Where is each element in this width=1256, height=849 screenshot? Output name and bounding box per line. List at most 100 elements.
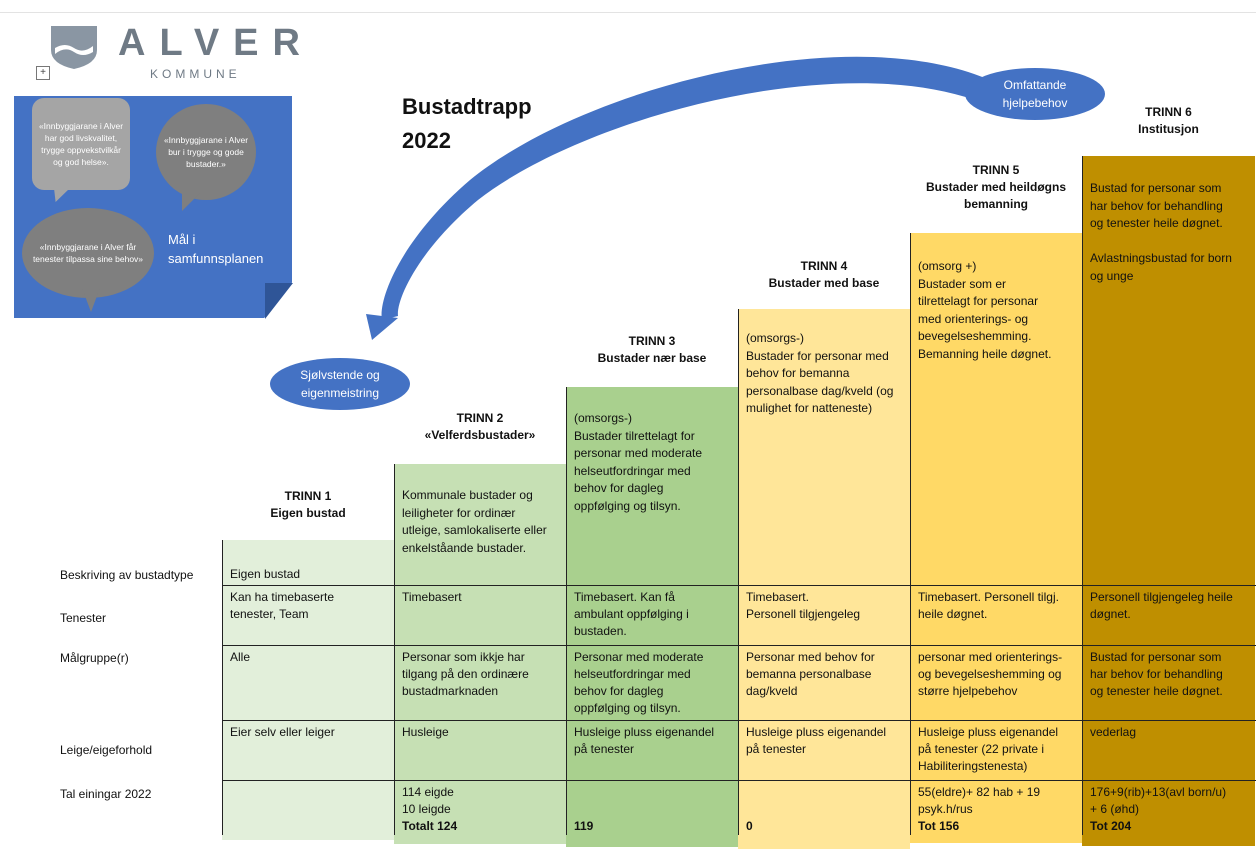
step-description-4: (omsorgs-) Bustader for personar med beh…	[746, 330, 908, 418]
cell-line: + 6 (øhd)	[1090, 802, 1140, 816]
cell-line: Alle	[230, 650, 251, 664]
step-column-1	[222, 540, 394, 840]
cell-line: Habiliteringstenesta)	[918, 759, 1028, 773]
step-number: TRINN 4	[800, 259, 848, 273]
cell-tenester-2: Timebasert	[402, 589, 562, 606]
step-number: TRINN 2	[456, 411, 504, 425]
title-line: 2022	[402, 128, 451, 153]
cell-tal-3: 119	[574, 819, 594, 833]
step-number: TRINN 6	[1145, 105, 1192, 119]
column-divider	[566, 387, 567, 835]
desc-line: Bemanning heile døgnet.	[918, 346, 1052, 361]
cell-line: Timebasert. Personell tilgj.	[918, 590, 1059, 604]
column-divider	[394, 464, 395, 835]
cell-malgruppe-3: Personar med moderate helseutfordringar …	[574, 649, 734, 717]
step-number: TRINN 1	[284, 489, 332, 503]
cell-line: behov for dagleg	[574, 684, 664, 698]
row-label-leige: Leige/eigeforhold	[60, 743, 153, 757]
desc-line: og unge	[1090, 268, 1134, 283]
cell-line: bustadmarknaden	[402, 684, 499, 698]
cell-line: Eier selv eller leiger	[230, 725, 335, 739]
desc-line: leiligheter for ordinær	[402, 505, 516, 520]
step-description-2: Kommunale bustader og leiligheter for or…	[402, 487, 564, 557]
step-column-6	[1082, 156, 1255, 846]
column-divider	[222, 540, 223, 835]
cell-line: helseutfordringar med	[574, 667, 691, 681]
desc-line: har behov for behandling	[1090, 198, 1223, 213]
cell-tal-2: 114 eigde 10 leigde Totalt 124	[402, 784, 562, 835]
cell-line: 10 leigde	[402, 802, 451, 816]
desc-line: Bustad for personar som	[1090, 181, 1222, 195]
step-name: «Velferdsbustader»	[424, 428, 536, 442]
step-description-6: Bustad for personar som har behov for be…	[1090, 180, 1252, 285]
cell-line: Husleige pluss eigenandel	[918, 725, 1059, 739]
cell-line: Personar med behov for	[746, 650, 875, 664]
cell-malgruppe-1: Alle	[230, 649, 390, 666]
cell-tenester-4: Timebasert. Personell tilgjengeleg	[746, 589, 906, 623]
desc-line: (omsorgs-)	[574, 411, 633, 425]
desc-line: utleige, samlokaliserte eller	[402, 523, 547, 537]
step-heading-4: TRINN 4 Bustader med base	[738, 258, 910, 292]
cell-leige-4: Husleige pluss eigenandel på tenester	[746, 724, 906, 758]
cell-malgruppe-6: Bustad for personar som har behov for be…	[1090, 649, 1252, 700]
cell-line: Timebasert	[402, 590, 462, 604]
cell-line: på tenester	[574, 742, 635, 756]
page-title: Bustadtrapp 2022	[402, 90, 532, 158]
cell-total: Totalt 124	[402, 819, 458, 833]
cell-line: Timebasert. Kan få	[574, 590, 675, 604]
step-number: TRINN 5	[972, 163, 1020, 177]
step-name: Bustader med base	[768, 276, 880, 290]
logo-subtitle: KOMMUNE	[150, 67, 241, 81]
cell-tenester-6: Personell tilgjengeleg heile døgnet.	[1090, 589, 1252, 623]
move-handle-icon[interactable]: +	[36, 66, 50, 80]
cell-line: Husleige pluss eigenandel	[746, 725, 887, 739]
desc-line: tilrettelagt for personar	[918, 294, 1039, 308]
desc-line: Bustader tilrettelagt for	[574, 428, 695, 443]
cell-line: dag/kveld	[746, 684, 798, 698]
cell-line: 114 eigde	[402, 785, 454, 799]
step-column-5	[910, 233, 1082, 843]
cell-line: vederlag	[1090, 725, 1137, 739]
ellipse-line: hjelpebehov	[1002, 96, 1068, 110]
ellipse-line: Sjølvstende og	[300, 368, 380, 382]
cell-tenester-5: Timebasert. Personell tilgj. heile døgne…	[918, 589, 1078, 623]
cell-leige-5: Husleige pluss eigenandel på tenester (2…	[918, 724, 1080, 775]
speech-bubble-bustader: «Innbyggjarane i Alver bur i trygge og g…	[156, 104, 256, 200]
column-divider	[1082, 156, 1083, 835]
cell-malgruppe-2: Personar som ikkje har tilgang på den or…	[402, 649, 562, 700]
desc-line: helseutfordringar med	[574, 463, 691, 478]
goal-label-line: samfunnsplanen	[168, 251, 264, 266]
desc-line: behov for bemanna	[746, 366, 850, 380]
cell-line: døgnet.	[1090, 607, 1131, 621]
cell-line: 55(eldre)+ 82 hab + 19	[918, 785, 1041, 799]
desc-line: og tenester heile døgnet.	[1090, 216, 1223, 230]
step-heading-5: TRINN 5 Bustader med heildøgns bemanning	[910, 162, 1082, 213]
step-name: Bustader med heildøgns	[925, 180, 1067, 194]
alver-shield-icon	[51, 26, 97, 69]
desc-line: Avlastningsbustad for born	[1090, 251, 1232, 265]
step-number: TRINN 3	[628, 334, 676, 348]
ellipse-line: Omfattande	[1003, 78, 1067, 92]
cell-leige-1: Eier selv eller leiger	[230, 724, 390, 741]
table-divider	[222, 780, 1256, 781]
column-divider	[910, 233, 911, 835]
cell-line: personar med orienterings-	[918, 650, 1063, 664]
cell-line: Kan ha timebaserte	[230, 590, 335, 604]
desc-line: Bustader for personar med	[746, 348, 889, 363]
desc-line: bevegelseshemming.	[918, 329, 1032, 343]
cell-leige-3: Husleige pluss eigenandel på tenester	[574, 724, 734, 758]
cell-line: oppfølging og tilsyn.	[574, 701, 681, 715]
cell-line: bemanna personalbase	[746, 667, 872, 681]
cell-line: tenester, Team	[230, 607, 309, 621]
desc-line: Kommunale bustader og	[402, 488, 533, 502]
cell-line: Timebasert.	[746, 590, 809, 604]
step-heading-3: TRINN 3 Bustader nær base	[566, 333, 738, 367]
cell-line: har behov for behandling	[1090, 667, 1223, 681]
cell-line: Husleige pluss eigenandel	[574, 725, 715, 739]
cell-line: ambulant oppfølging i	[574, 607, 689, 621]
cell-leige-2: Husleige	[402, 724, 562, 741]
speech-bubble-livskvalitet: «Innbyggjarane i Alver har god livskvali…	[32, 98, 130, 190]
cell-line: Personar med moderate	[574, 650, 704, 664]
goal-panel-label: Mål i samfunnsplanen	[168, 230, 263, 268]
